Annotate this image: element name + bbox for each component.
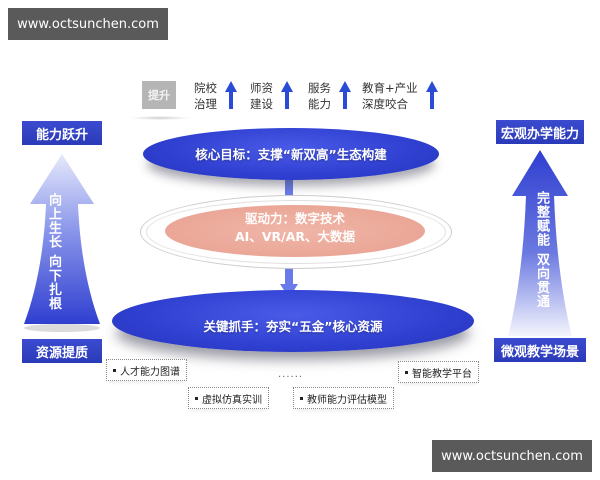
resource-label: 虚拟仿真实训 xyxy=(202,394,262,406)
left-bottom-label: 资源提质 xyxy=(22,339,102,363)
arrow-up-icon xyxy=(339,81,351,111)
left-big-arrow-icon xyxy=(24,154,100,332)
item-line2: 深度咬合 xyxy=(362,97,408,111)
driver-line2: AI、VR/AR、大数据 xyxy=(235,229,355,244)
resource-item: 智能教学平台 xyxy=(398,361,479,383)
right-bottom-label: 微观教学场景 xyxy=(494,338,586,362)
left-arrow-text: 向上生长 向下扎根 xyxy=(46,193,61,311)
item-line2: 建设 xyxy=(250,97,273,111)
key-lever-ellipse xyxy=(112,290,474,352)
bullet-icon xyxy=(405,370,408,374)
arrow-up-icon xyxy=(425,81,438,111)
right-arrow-text: 完整赋能 双向贯通 xyxy=(534,191,549,309)
core-goal-text: 核心目标：支撑“新双高”生态构建 xyxy=(195,147,387,162)
driver-inner-ring xyxy=(146,200,446,264)
driver-line1: 驱动力：数字技术 xyxy=(244,211,345,226)
item-line2: 能力 xyxy=(308,97,331,111)
arrow-up-icon xyxy=(225,81,237,111)
resources-ellipsis: ...... xyxy=(278,369,304,380)
item-line1: 教育+产业 xyxy=(362,81,418,95)
key-lever-text: 关键抓手：夯实“五金”核心资源 xyxy=(203,319,383,334)
core-goal-ellipse xyxy=(143,128,439,180)
bullet-icon xyxy=(195,396,198,400)
watermark-top: www.octsunchen.com xyxy=(8,8,168,40)
bullet-icon xyxy=(300,396,303,400)
right-top-label: 宏观办学能力 xyxy=(496,120,584,144)
driver-ellipse xyxy=(165,205,425,257)
bullet-icon xyxy=(113,368,116,372)
upgrade-item-faculty: 师资建设 xyxy=(250,80,293,112)
resource-item: 教师能力评估模型 xyxy=(293,387,394,409)
arrow-up-icon xyxy=(281,81,293,111)
item-line2: 治理 xyxy=(194,97,217,111)
left-top-label: 能力跃升 xyxy=(22,121,102,145)
resource-item: 人才能力图谱 xyxy=(106,359,187,381)
right-big-arrow-icon xyxy=(508,150,572,336)
upgrade-item-service: 服务能力 xyxy=(308,80,351,112)
upgrade-item-governance: 院校治理 xyxy=(194,80,237,112)
item-line1: 师资 xyxy=(250,81,273,95)
arrow-down-to-lever-icon xyxy=(280,258,298,298)
watermark-bottom: www.octsunchen.com xyxy=(432,440,592,472)
resource-label: 人才能力图谱 xyxy=(120,366,180,378)
driver-text: 驱动力：数字技术 AI、VR/AR、大数据 xyxy=(165,210,425,246)
resource-item: 虚拟仿真实训 xyxy=(188,387,269,409)
tag-shadow xyxy=(130,116,190,120)
resource-label: 智能教学平台 xyxy=(412,368,472,380)
resource-label: 教师能力评估模型 xyxy=(307,394,387,406)
item-line1: 院校 xyxy=(194,81,217,95)
upgrade-tag: 提升 xyxy=(142,81,176,109)
item-line1: 服务 xyxy=(308,81,331,95)
upgrade-item-industry: 教育+产业深度咬合 xyxy=(362,80,438,112)
